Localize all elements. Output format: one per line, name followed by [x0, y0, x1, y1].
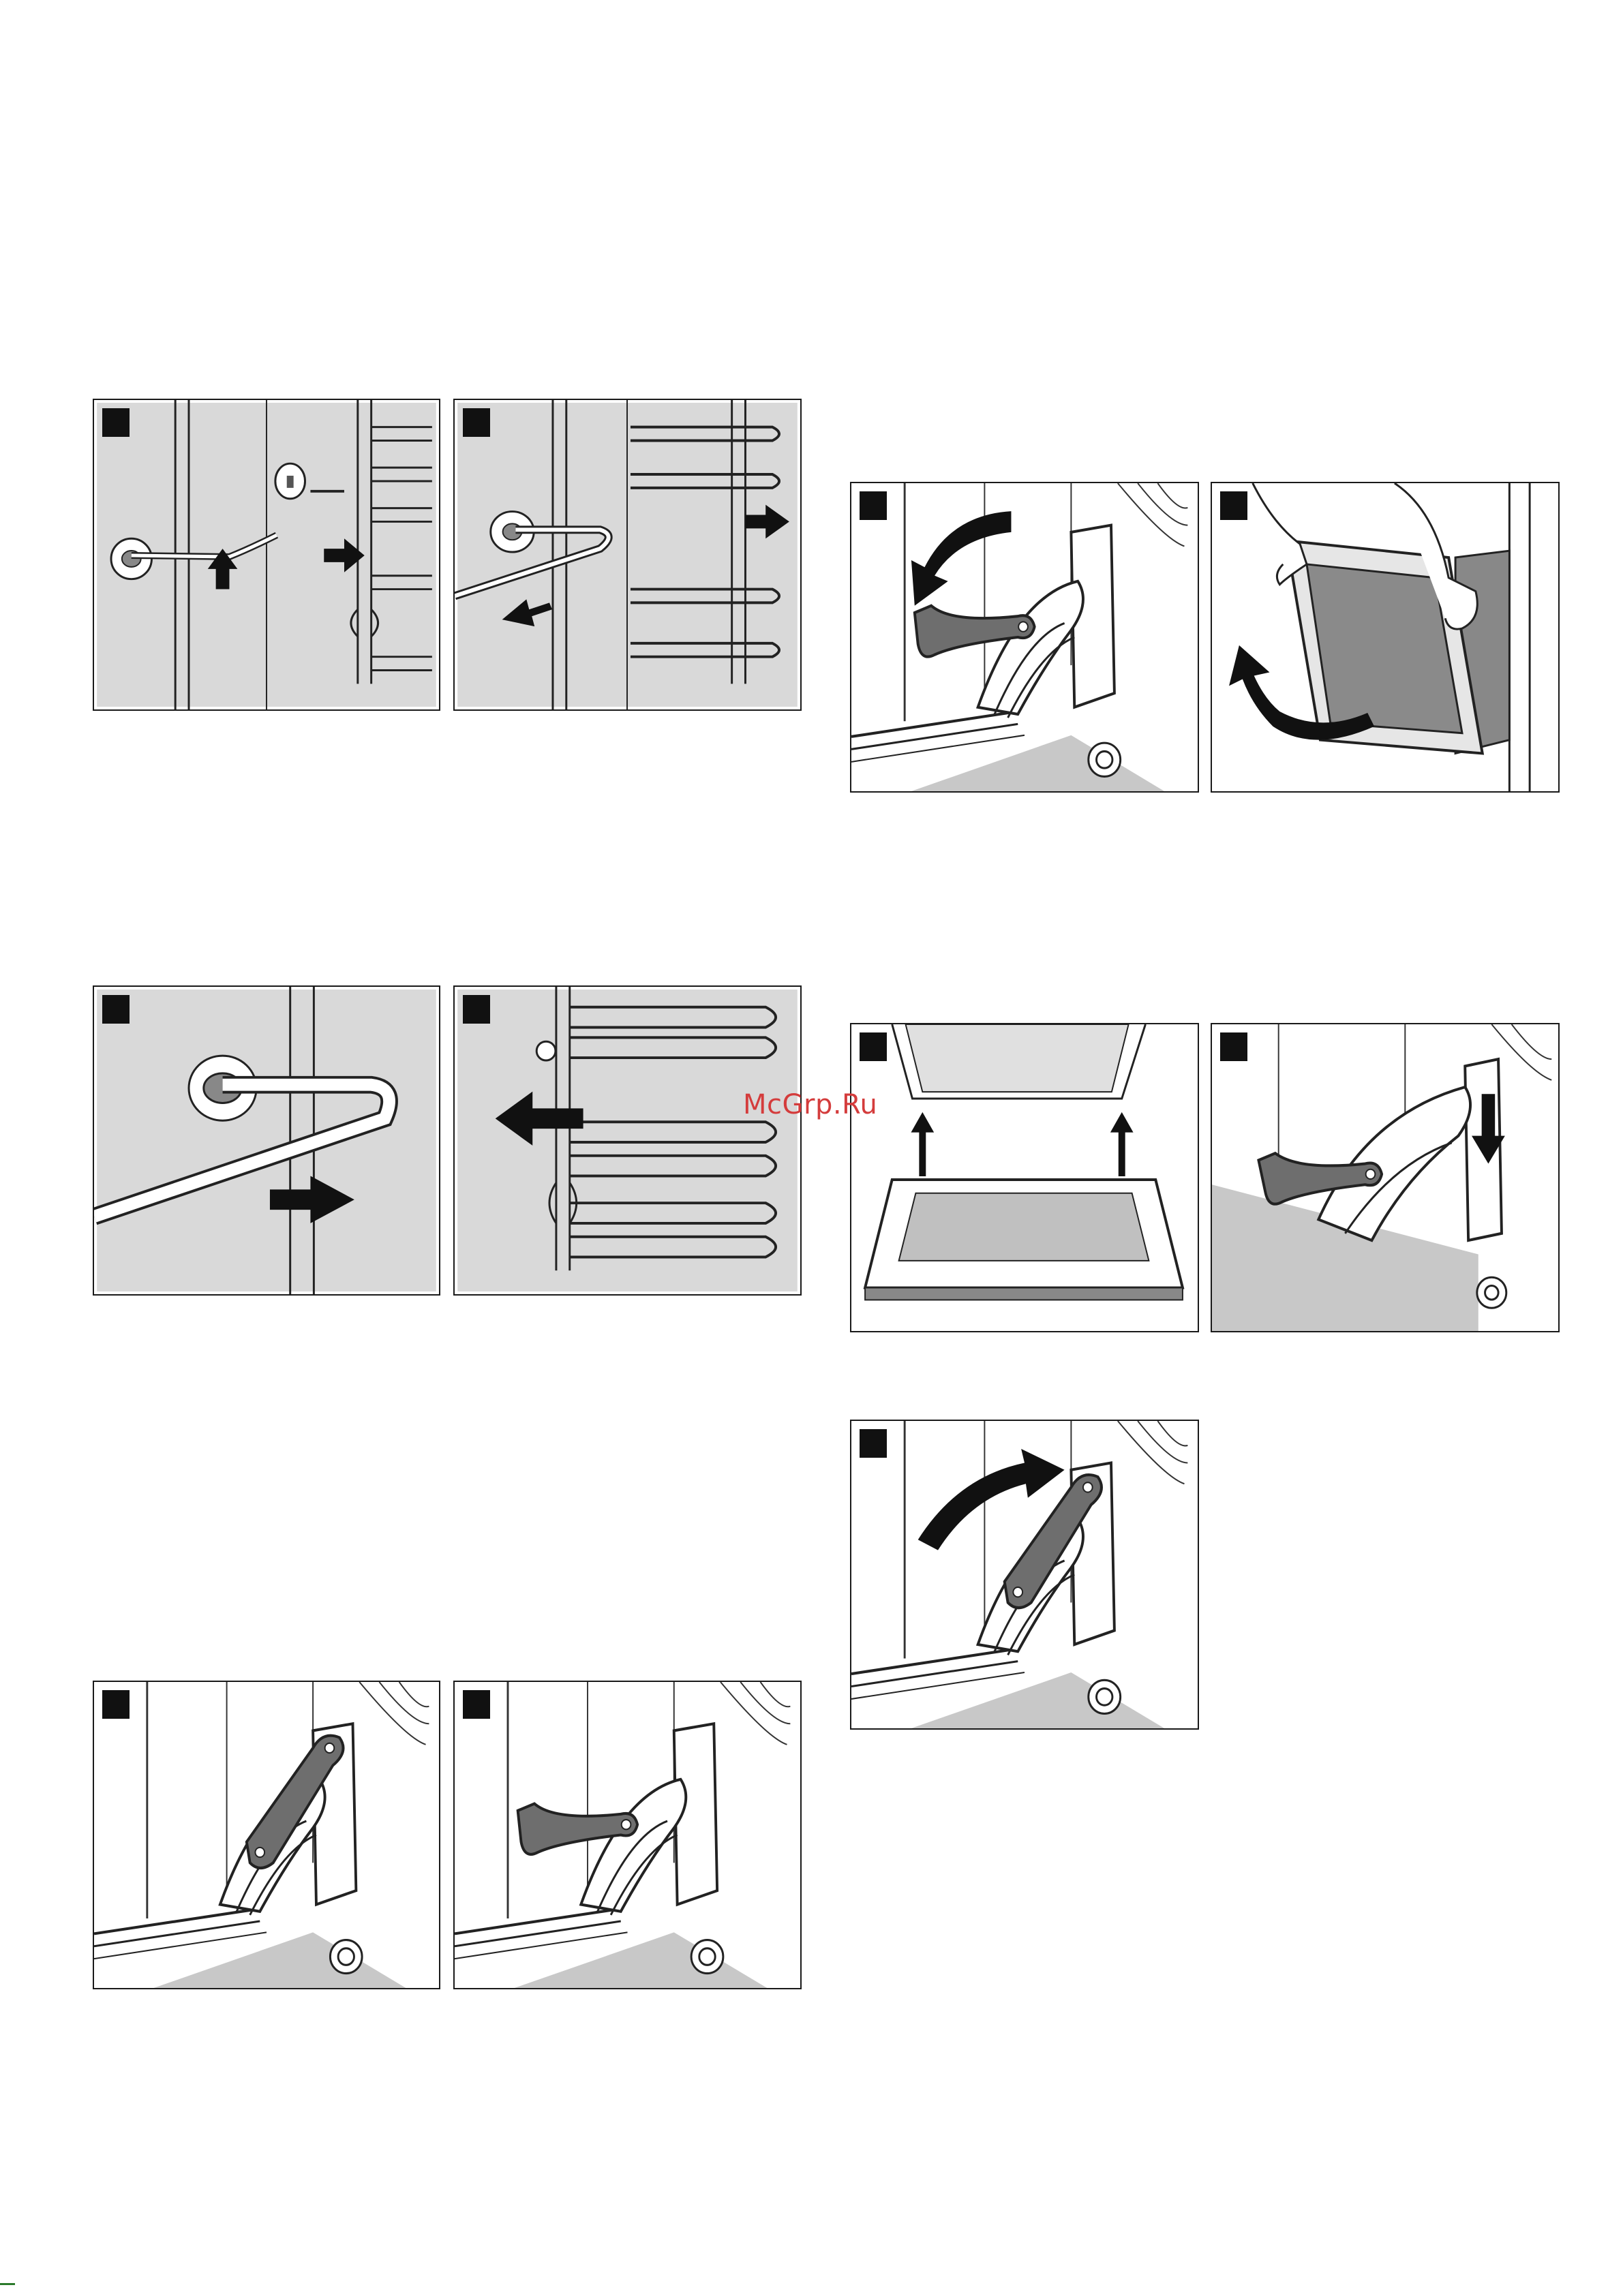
figure-rail-unhook-b — [453, 399, 802, 711]
step-marker — [463, 408, 490, 437]
hinge-insert-illustration — [1212, 1024, 1558, 1331]
step-marker — [102, 995, 130, 1024]
figure-rail-unhook-a — [93, 399, 440, 711]
rail-pull-illustration — [455, 400, 800, 709]
step-marker — [860, 1032, 887, 1061]
step-marker — [860, 1429, 887, 1458]
figure-door-refit — [850, 1023, 1199, 1332]
page-edge-mark — [0, 2283, 15, 2285]
figure-hinge-open — [850, 482, 1199, 793]
step-marker — [1220, 491, 1247, 520]
step-marker — [102, 408, 130, 437]
hinge-close-illustration — [851, 1421, 1198, 1728]
figure-rail-insert-a — [93, 985, 440, 1296]
figure-rail-insert-b — [453, 985, 802, 1296]
figure-hinge-unlocked — [453, 1681, 802, 1989]
hinge-open-illustration — [851, 483, 1198, 791]
rail-push-illustration — [455, 987, 800, 1294]
figure-door-remove — [1211, 482, 1560, 793]
figure-hinge-close — [850, 1420, 1199, 1730]
door-refit-illustration — [851, 1024, 1198, 1331]
rail-insert-illustration — [94, 987, 439, 1294]
curved-arrow-down-icon — [911, 511, 1012, 606]
step-marker — [860, 491, 887, 520]
step-marker — [102, 1690, 130, 1719]
arrow-up-icon — [911, 1112, 934, 1176]
rail-unhook-illustration — [94, 400, 439, 709]
figure-hinge-insert — [1211, 1023, 1560, 1332]
arrow-up-icon — [1110, 1112, 1134, 1176]
figure-hinge-locked — [93, 1681, 440, 1989]
hinge-locked-illustration — [94, 1682, 439, 1988]
door-remove-illustration — [1212, 483, 1558, 791]
step-marker — [463, 995, 490, 1024]
step-marker — [1220, 1032, 1247, 1061]
step-marker — [463, 1690, 490, 1719]
hinge-unlocked-illustration — [455, 1682, 800, 1988]
watermark-text: McGrp.Ru — [743, 1089, 877, 1120]
